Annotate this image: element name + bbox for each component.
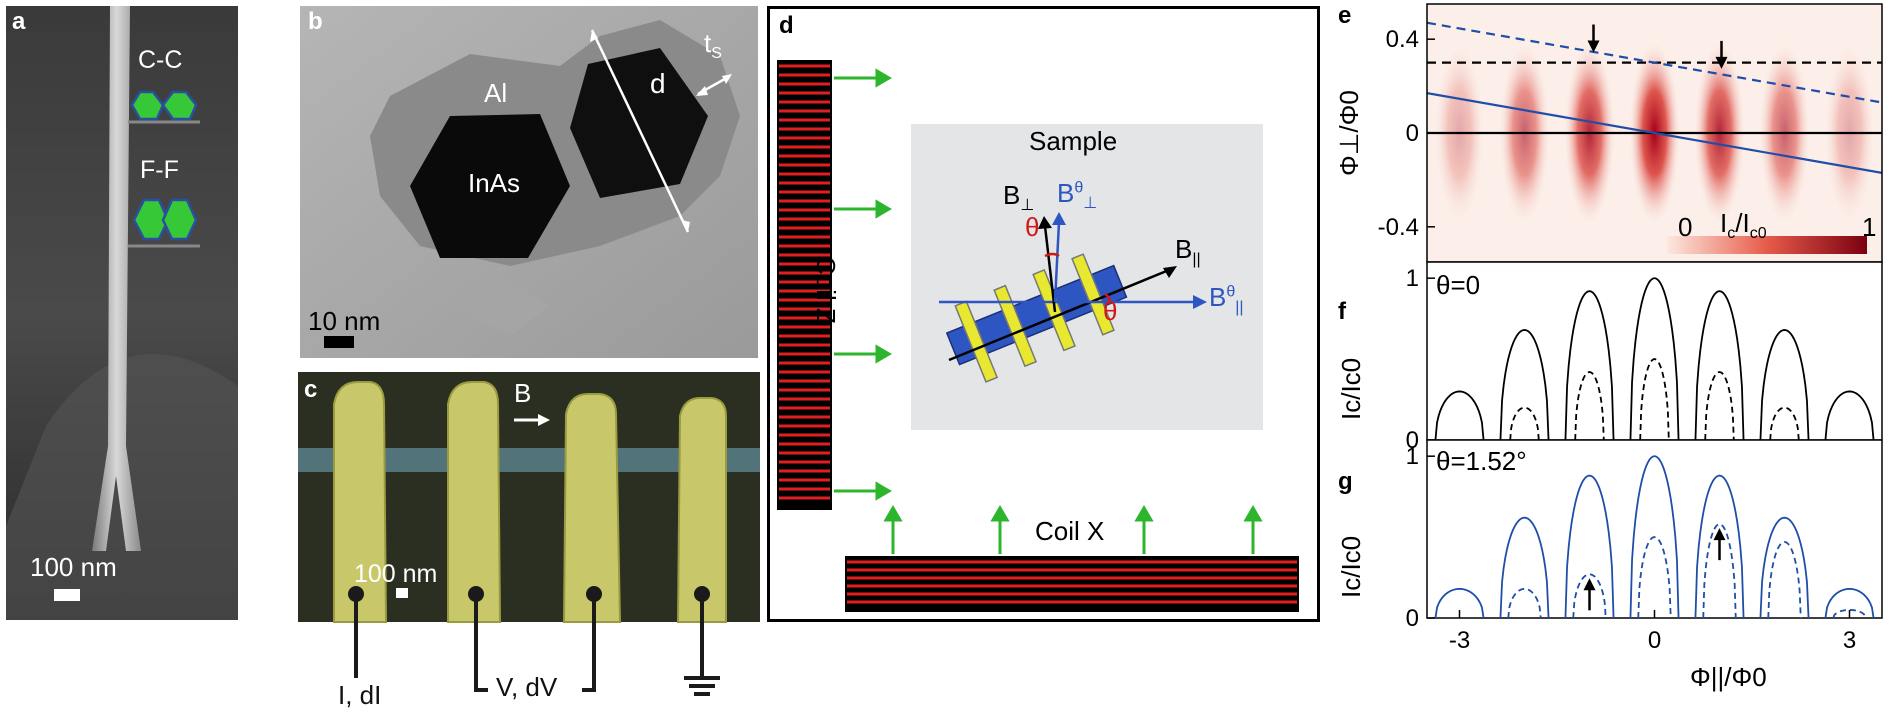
lobe-solid: [1499, 329, 1550, 441]
coil-x-label: Coil X: [1035, 516, 1105, 546]
lobe-solid: [1629, 455, 1680, 619]
ytick-label: 1: [1406, 265, 1419, 292]
lobe-solid: [1759, 329, 1810, 441]
cc-hexagon-icon: [128, 90, 200, 124]
lobe-dashed: [1769, 406, 1800, 441]
coil-z-label: Coil Z: [811, 256, 841, 324]
panel-label-f: f: [1338, 298, 1346, 325]
panel-a: a C-C F-F 100 nm: [6, 6, 238, 620]
lobe-solid: [1824, 390, 1875, 441]
diameter-line: [590, 29, 690, 233]
annotation-g: θ=1.52°: [1436, 446, 1527, 476]
lobe-solid: [1434, 390, 1485, 441]
core-label: InAs: [468, 168, 521, 198]
ytick-label-e: 0: [1406, 120, 1419, 147]
sample-label: Sample: [1029, 126, 1118, 156]
lobe-solid: [1694, 474, 1745, 619]
ytick-label: 1: [1406, 443, 1419, 470]
coil-x: [845, 556, 1299, 612]
scale-bar: [54, 589, 80, 601]
panel-label-b: b: [308, 8, 323, 35]
scale-bar: [324, 336, 354, 348]
lobe-arrowhead: [1583, 578, 1596, 591]
ylabel-f: Ic/Ic0: [1336, 357, 1366, 420]
xlabel-g: Φ||/Φ0: [1690, 662, 1767, 692]
field-label-c: B: [514, 378, 532, 408]
scale-label-c: 100 nm: [354, 560, 438, 588]
lobe-dashed: [1507, 587, 1542, 619]
panel-label-c: c: [304, 376, 318, 403]
heatmap-line: [1427, 21, 1882, 104]
theta-label-top: θ: [1025, 212, 1040, 242]
b-theta-perp-label: Bθ⊥: [1057, 178, 1098, 213]
facet-label-cc: C-C: [138, 46, 183, 74]
b-perp-label: B⊥: [1003, 180, 1035, 215]
annotation-f: θ=0: [1436, 270, 1481, 300]
heatmap-arrowhead: [1587, 40, 1600, 53]
scale-label-b: 10 nm: [308, 306, 381, 336]
colorbar-max-label: 1: [1862, 212, 1877, 242]
colorbar-min-label: 0: [1678, 212, 1693, 242]
current-terminal-label: I, dI: [338, 680, 382, 710]
panel-a-image: [6, 6, 238, 620]
lobe-dashed: [1767, 541, 1802, 619]
heatmap-line: [1427, 92, 1882, 174]
panel-label-g: g: [1338, 468, 1353, 495]
ylabel-g: Ic/Ic0: [1336, 535, 1366, 598]
lobe-solid: [1499, 516, 1550, 619]
theta-label-bottom: θ: [1103, 296, 1118, 326]
lobe-solid: [1564, 474, 1615, 619]
xtick-label: -3: [1449, 627, 1470, 654]
panel-d: d Sample Coil Z Coil X B⊥ Bθ⊥ B|| Bθ|| θ…: [767, 6, 1320, 622]
diameter-label: d: [650, 68, 666, 99]
ylabel-e: Φ⊥/Φ0: [1334, 90, 1364, 176]
panel-label-a: a: [12, 8, 26, 35]
lobe-arrowhead: [1713, 528, 1726, 541]
ytick-label-e: -0.4: [1378, 214, 1419, 241]
lobe-dashed: [1572, 573, 1607, 619]
panel-c-image: [298, 372, 760, 696]
thickness-label: tS: [704, 28, 722, 63]
panel-label-e: e: [1338, 2, 1352, 29]
coil-z: [777, 60, 832, 510]
shell-label: Al: [484, 78, 508, 108]
heatmap-arrowhead: [1715, 56, 1728, 69]
colorbar: [1667, 236, 1867, 254]
scale-label-a: 100 nm: [30, 552, 117, 582]
panel-d-diagram: [767, 6, 1320, 622]
lobe-dashed: [1639, 358, 1670, 441]
b-theta-par-label: Bθ||: [1209, 282, 1244, 317]
lobe-dashed: [1509, 406, 1540, 441]
lobe-dashed: [1704, 371, 1735, 441]
xtick-label: 0: [1648, 627, 1661, 654]
lobe-dashed: [1574, 371, 1605, 441]
field-arrows-x: [883, 505, 1263, 554]
ytick-label-e: 0.4: [1386, 26, 1419, 53]
voltage-terminal-label: V, dV: [496, 672, 558, 702]
lobe-solid: [1629, 277, 1680, 441]
lobe-dashed: [1702, 523, 1737, 619]
lobe-solid: [1434, 587, 1485, 619]
scale-bar: [396, 588, 408, 598]
lobe-dashed: [1637, 536, 1672, 619]
panel-label-d: d: [779, 12, 794, 39]
lobe-solid: [1824, 587, 1875, 619]
ytick-label: 0: [1406, 605, 1419, 632]
lobe-dashed: [1832, 609, 1867, 619]
ff-hexagon-icon: [128, 198, 200, 248]
colorbar-title: Ic/Ic0: [1720, 208, 1767, 243]
field-arrows-z: [834, 68, 892, 501]
xtick-label: 3: [1843, 627, 1856, 654]
facet-label-ff: F-F: [140, 156, 179, 184]
b-par-label: B||: [1175, 234, 1201, 269]
lobe-solid: [1694, 290, 1745, 441]
panel-b-image: [300, 6, 758, 358]
lobe-solid: [1759, 516, 1810, 619]
panel-b: b Al InAs d tS 10 nm: [300, 6, 758, 358]
panel-c: c B 100 nm I, dI V, dV: [298, 372, 760, 716]
lobe-solid: [1564, 290, 1615, 441]
ytick-label: 0: [1406, 427, 1419, 454]
